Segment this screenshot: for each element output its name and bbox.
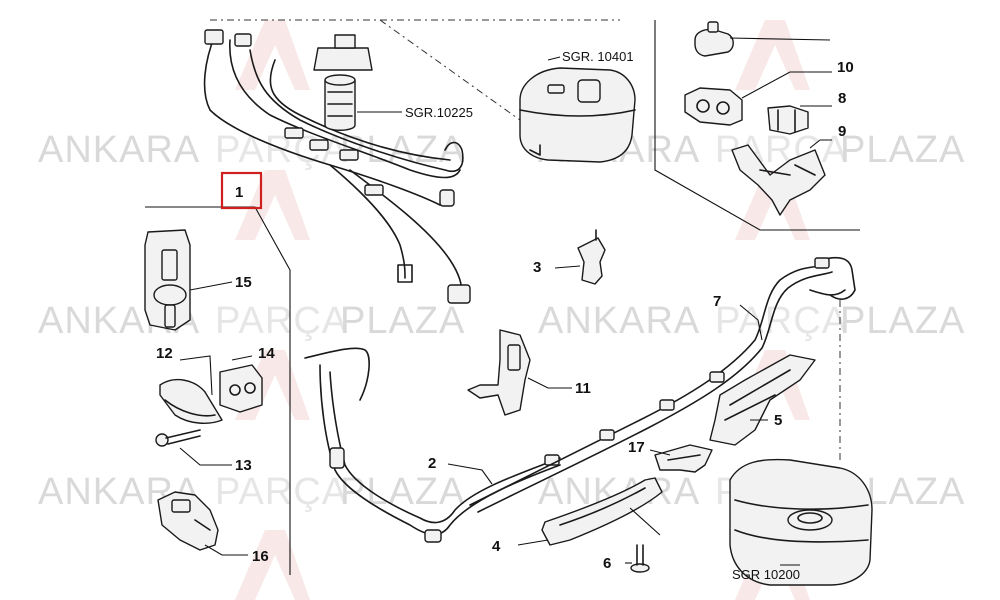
callout-3[interactable]: 3 — [533, 259, 541, 276]
watermark-word-plaza: PLAZA — [340, 471, 465, 513]
part-7-fuel-line[interactable] — [469, 256, 856, 513]
callout-4[interactable]: 4 — [492, 538, 501, 555]
watermark-word-plaza: PLAZA — [340, 300, 465, 342]
watermark-word-parca: PARÇA — [215, 471, 348, 513]
callout-5[interactable]: 5 — [774, 412, 782, 429]
leader-4-to-bolt — [629, 507, 661, 536]
fuel-tank[interactable] — [729, 458, 873, 586]
section-divider-diagonal — [379, 19, 521, 121]
callouts: 1 2 3 4 5 6 7 8 9 10 11 12 13 14 15 16 1… — [156, 59, 854, 572]
part-top-connector[interactable] — [694, 21, 734, 57]
part-5-heat-shield[interactable] — [709, 354, 816, 446]
leader-17 — [649, 449, 671, 456]
section-divider-left-box — [145, 206, 291, 575]
watermark-word-ankara: ANKARA — [538, 300, 700, 342]
part-1-fuel-line-harness[interactable] — [203, 29, 471, 304]
part-14-block[interactable] — [219, 364, 263, 413]
watermark-word-ankara: ANKARA — [38, 129, 200, 171]
callout-13[interactable]: 13 — [235, 457, 252, 474]
callout-12[interactable]: 12 — [156, 345, 173, 362]
part-15-fuel-sender[interactable] — [144, 229, 191, 331]
section-divider-right-box — [654, 20, 860, 231]
part-4-protection-plate[interactable] — [541, 477, 663, 546]
leader-sgr-10401 — [547, 56, 561, 61]
fuel-filter-assembly[interactable] — [313, 34, 373, 131]
leader-13 — [179, 447, 232, 466]
callout-8[interactable]: 8 — [838, 90, 846, 107]
watermark-word-parca: PARÇA — [215, 300, 348, 342]
leader-16 — [204, 544, 248, 556]
callout-6[interactable]: 6 — [603, 555, 611, 572]
callout-2[interactable]: 2 — [428, 455, 436, 472]
callout-9[interactable]: 9 — [838, 123, 846, 140]
leader-15 — [189, 281, 233, 291]
leader-top-connector — [729, 37, 831, 41]
watermark-logo-mark — [235, 170, 310, 240]
watermark-logo-mark — [235, 20, 310, 90]
watermark-word-plaza: PLAZA — [340, 129, 465, 171]
leader-7 — [739, 304, 763, 341]
callout-15[interactable]: 15 — [235, 274, 252, 291]
reference-sgr-10401: SGR. 10401 — [562, 49, 634, 64]
part-16-connector[interactable] — [157, 491, 219, 551]
callout-14[interactable]: 14 — [258, 345, 275, 362]
part-11-bracket[interactable] — [467, 329, 531, 416]
leader-9 — [809, 139, 832, 149]
watermark-logo-mark — [235, 530, 310, 600]
highlight-box-part-1 — [220, 171, 263, 210]
callout-16[interactable]: 16 — [252, 548, 269, 565]
reference-sgr-10200: SGR 10200 — [732, 567, 800, 582]
part-3-bracket[interactable] — [577, 229, 606, 285]
watermark-word-plaza: PLAZA — [840, 300, 965, 342]
leader-14 — [231, 355, 253, 361]
watermark-word-plaza: PLAZA — [840, 129, 965, 171]
leader-11 — [527, 377, 572, 389]
expansion-tank[interactable] — [519, 67, 636, 163]
watermark-word-parca: PARÇA — [715, 300, 848, 342]
callout-1[interactable]: 1 — [235, 184, 243, 201]
part-9-bracket[interactable] — [731, 144, 826, 216]
callout-7[interactable]: 7 — [713, 293, 721, 310]
leader-3 — [554, 265, 581, 269]
part-8-clip[interactable] — [767, 105, 809, 135]
watermark-row: ANKARA PARÇA PLAZA ANKARA PARÇA PLAZA — [38, 129, 965, 171]
part-6-bolt[interactable] — [630, 544, 650, 573]
watermark-row: ANKARA PARÇA PLAZA ANKARA PARÇA PLAZA — [38, 300, 965, 342]
part-10-clip[interactable] — [684, 87, 743, 126]
leader-12 — [179, 355, 213, 396]
callout-17[interactable]: 17 — [628, 439, 645, 456]
section-lines — [145, 19, 860, 575]
watermark-logo-mark — [735, 20, 810, 90]
part-17-clip[interactable] — [654, 444, 713, 473]
leader-10 — [741, 71, 832, 99]
part-12-hose-clamp[interactable] — [159, 378, 223, 424]
callout-11[interactable]: 11 — [575, 380, 591, 397]
callout-10[interactable]: 10 — [837, 59, 854, 76]
part-13-bolt[interactable] — [155, 429, 201, 447]
reference-sgr-10225: SGR.10225 — [405, 105, 473, 120]
leader-4 — [517, 539, 549, 546]
leader-2 — [447, 463, 493, 485]
